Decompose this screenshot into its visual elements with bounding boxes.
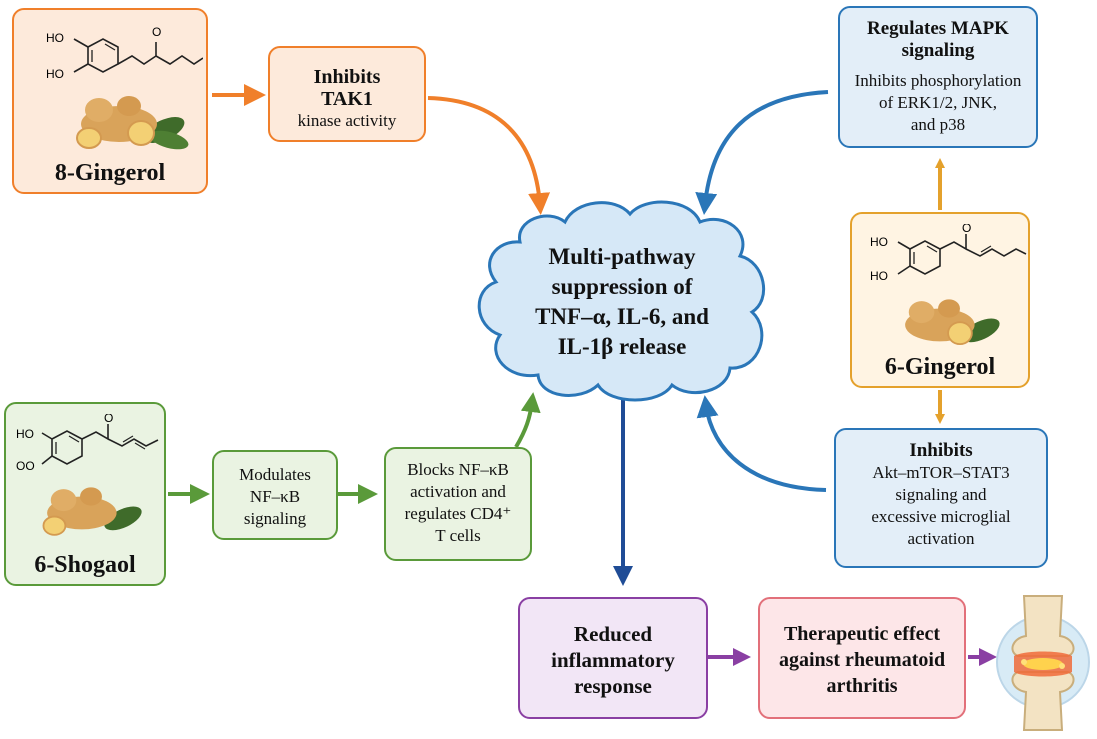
box-body: excessive microglial (871, 507, 1011, 526)
compound-name: 6-Shogaol (34, 552, 136, 578)
box-body: NF–κB (249, 487, 301, 506)
atom-label: OO (16, 459, 35, 473)
arrow-akt-to-center (696, 395, 827, 492)
box-body: regulates CD4⁺ (404, 504, 512, 523)
atom-label: O (152, 25, 161, 39)
compound-card-6-gingerol: HO HO O 6-Gingerol (850, 212, 1030, 388)
box-body: Blocks NF–κB (407, 460, 509, 479)
outcome-box-therapeutic-effect: Therapeutic effect against rheumatoid ar… (758, 597, 966, 719)
effect-box-mapk: Regulates MAPK signaling Inhibits phosph… (838, 6, 1038, 148)
center-cloud-shape (477, 200, 766, 402)
box-body: Akt–mTOR–STAT3 (872, 463, 1010, 482)
arrow-mapk-to-center (695, 90, 829, 215)
compound-name: 6-Gingerol (884, 354, 996, 380)
center-line: suppression of (551, 274, 693, 299)
ginger-root-icon (905, 299, 1000, 346)
box-body: of ERK1/2, JNK, (878, 93, 998, 112)
box-title: TAK1 (321, 88, 373, 110)
center-line: Multi-pathway (548, 244, 696, 269)
outcome-line: inflammatory (551, 648, 675, 672)
arrow-tak1-to-center (427, 96, 551, 215)
outcome-line: arthritis (826, 675, 898, 697)
center-line: IL-1β release (557, 334, 687, 359)
box-body: activation (907, 529, 975, 548)
molecule-structure-icon: HO OO O (16, 414, 159, 473)
box-title: Inhibits (909, 440, 973, 461)
box-title: signaling (901, 40, 975, 61)
box-body: Inhibits phosphorylation (854, 71, 1022, 90)
compound-card-6-shogaol: HO OO O 6-Shogaol (4, 402, 166, 586)
atom-label: O (962, 224, 971, 235)
box-body: signaling (243, 509, 307, 528)
outcome-line: against rheumatoid (778, 649, 946, 671)
outcome-line: Therapeutic effect (783, 623, 941, 645)
atom-label: HO (46, 67, 64, 81)
box-body: signaling and (895, 485, 987, 504)
ginger-root-icon (76, 96, 189, 150)
effect-box-modulates-nfkb: Modulates NF–κB signaling (212, 450, 338, 540)
ginger-root-icon (42, 487, 142, 536)
outcome-line: Reduced (573, 622, 653, 646)
atom-label: HO (870, 235, 888, 249)
outcome-box-reduced-inflammation: Reduced inflammatory response (518, 597, 708, 719)
outcome-line: response (574, 674, 652, 698)
box-title: Regulates MAPK (867, 18, 1009, 39)
box-body: and p38 (910, 115, 966, 134)
knee-joint-icon (996, 595, 1090, 731)
box-body: activation and (410, 482, 506, 501)
atom-label: O (104, 414, 113, 425)
effect-box-tak1: Inhibits TAK1 kinase activity (268, 46, 426, 142)
molecule-structure-icon: HO HO O (870, 224, 1027, 283)
effect-box-blocks-nfkb: Blocks NF–κB activation and regulates CD… (384, 447, 532, 561)
effect-box-akt: Inhibits Akt–mTOR–STAT3 signaling and ex… (834, 428, 1048, 568)
box-body: T cells (435, 526, 481, 545)
compound-card-8-gingerol: HO HO O 8-Gingerol (12, 8, 208, 194)
arrow-blocks-to-center (514, 392, 541, 449)
box-title: Inhibits (313, 66, 381, 88)
atom-label: HO (870, 269, 888, 283)
molecule-structure-icon: HO HO O (46, 25, 203, 81)
center-summary: Multi-pathway suppression of TNF–α, IL-6… (482, 242, 762, 372)
center-line: TNF–α, IL-6, and (535, 304, 709, 329)
compound-name: 8-Gingerol (54, 160, 166, 186)
box-body: kinase activity (297, 111, 397, 130)
atom-label: HO (46, 31, 64, 45)
atom-label: HO (16, 427, 34, 441)
box-body: Modulates (239, 465, 311, 484)
